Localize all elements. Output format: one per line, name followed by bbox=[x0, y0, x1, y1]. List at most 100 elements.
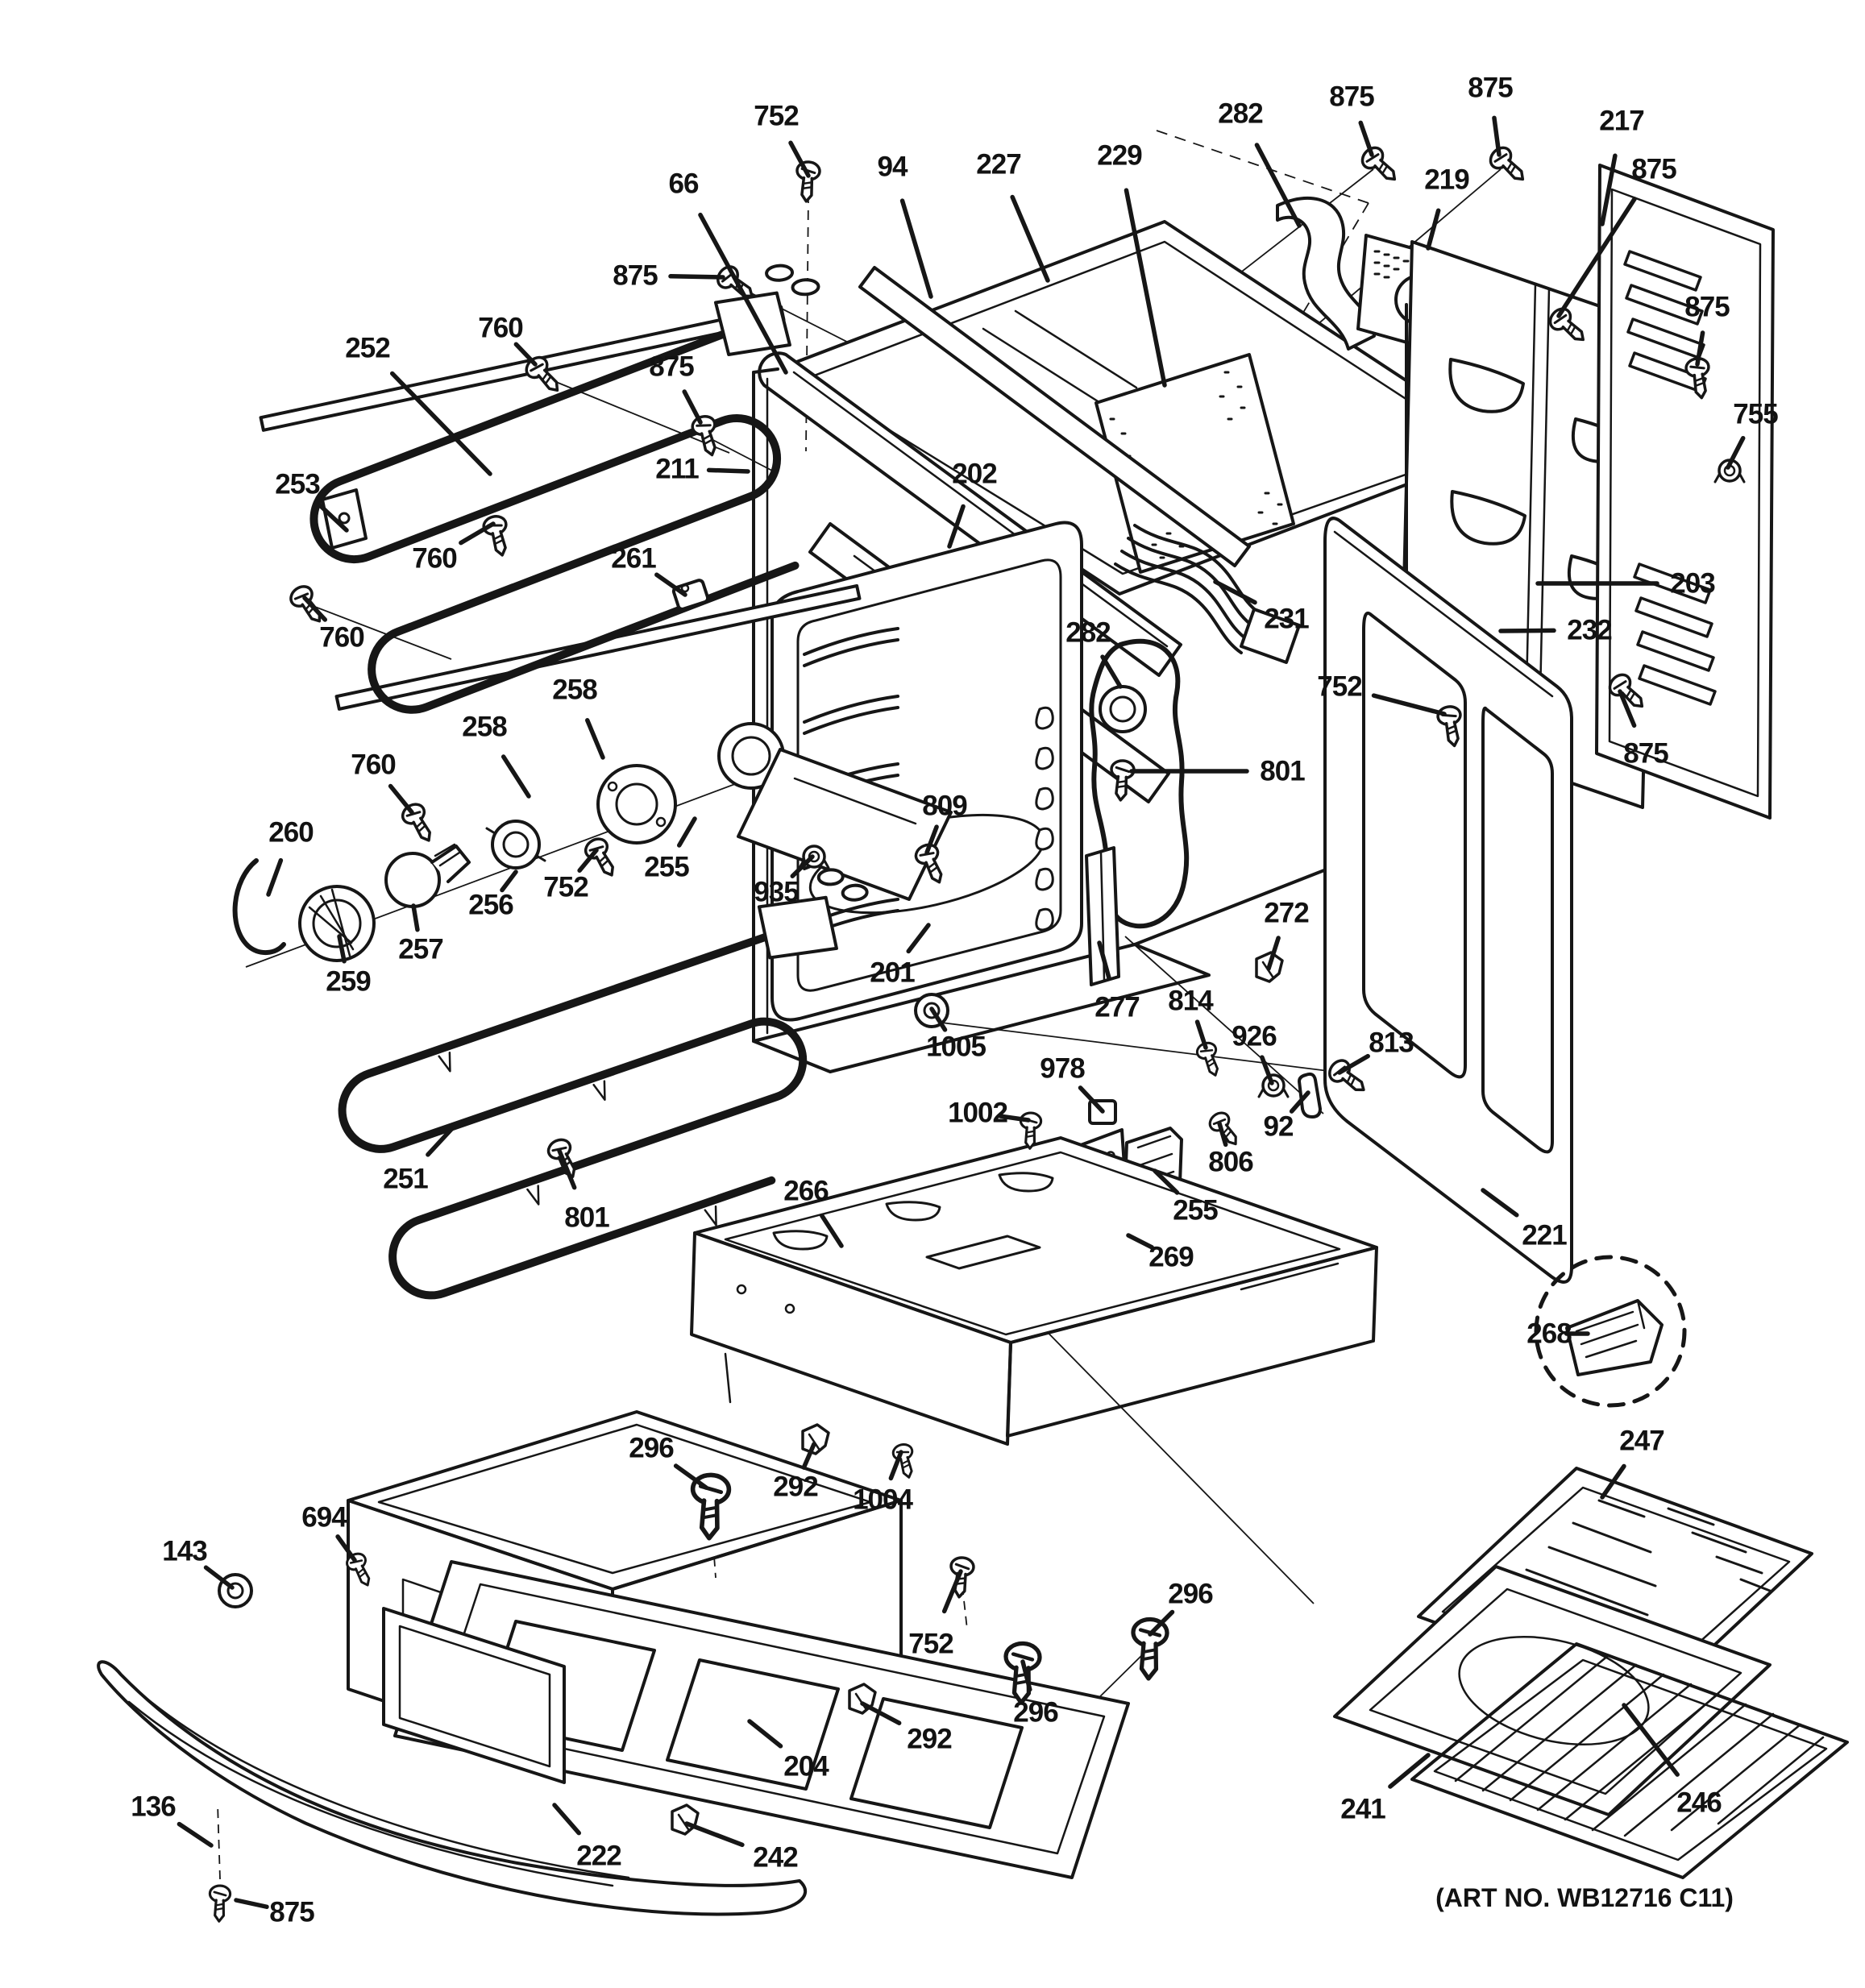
leader-line-809 bbox=[924, 824, 939, 855]
leader-line-258 bbox=[585, 718, 605, 760]
leader-line-760 bbox=[513, 342, 538, 367]
leader-line-247 bbox=[1600, 1463, 1626, 1500]
light-flange-258 bbox=[596, 764, 677, 845]
leader-line-752 bbox=[577, 848, 599, 874]
light-shield-255 bbox=[737, 748, 953, 901]
light-bulb-257 bbox=[384, 843, 471, 908]
latch-bracket-268 bbox=[1534, 1255, 1687, 1408]
leader-line-266 bbox=[820, 1213, 844, 1248]
leader-line-752 bbox=[1371, 693, 1447, 716]
leader-line-926 bbox=[1260, 1055, 1274, 1085]
leader-line-202 bbox=[947, 504, 966, 549]
leader-line-251 bbox=[426, 1123, 458, 1157]
leader-lines bbox=[177, 115, 1746, 1909]
leader-line-92 bbox=[1289, 1090, 1310, 1114]
leader-line-813 bbox=[1337, 1053, 1370, 1075]
leader-line-806 bbox=[1217, 1121, 1228, 1148]
leader-line-875 bbox=[1358, 120, 1374, 157]
oven-rack-241 bbox=[1410, 1642, 1849, 1879]
leader-line-211 bbox=[706, 467, 750, 474]
leader-line-814 bbox=[1194, 1019, 1208, 1050]
leader-line-217 bbox=[1600, 153, 1618, 226]
leader-line-257 bbox=[411, 903, 420, 932]
leader-line-231 bbox=[1213, 579, 1257, 605]
leader-line-296 bbox=[1148, 1609, 1175, 1637]
leader-line-760 bbox=[388, 783, 414, 815]
leader-line-292 bbox=[860, 1701, 902, 1725]
leader-line-66 bbox=[698, 212, 788, 375]
leader-line-269 bbox=[1126, 1233, 1154, 1250]
leader-line-229 bbox=[1124, 188, 1167, 388]
side-panel-217 bbox=[1595, 164, 1775, 820]
leader-line-201 bbox=[906, 923, 931, 954]
leader-line-296 bbox=[1020, 1659, 1032, 1692]
leader-line-258 bbox=[501, 754, 531, 799]
leader-line-875 bbox=[234, 1898, 269, 1909]
leader-line-232 bbox=[1498, 628, 1556, 633]
leader-line-875 bbox=[682, 389, 703, 425]
vent-duct-282 bbox=[1276, 196, 1376, 351]
leader-line-875 bbox=[1695, 330, 1705, 367]
leader-line-875 bbox=[668, 274, 725, 280]
leader-line-253 bbox=[317, 502, 349, 533]
leader-line-1004 bbox=[888, 1450, 903, 1481]
leader-line-1005 bbox=[929, 1006, 948, 1032]
leader-line-242 bbox=[684, 1821, 745, 1848]
insulation-229 bbox=[1094, 353, 1295, 574]
leader-line-1002 bbox=[998, 1114, 1031, 1123]
leader-line-760 bbox=[302, 596, 328, 622]
leader-line-282 bbox=[1254, 143, 1302, 228]
leader-line-292 bbox=[801, 1442, 816, 1470]
leader-line-256 bbox=[500, 869, 518, 893]
brace-277 bbox=[1085, 846, 1120, 986]
leader-line-935 bbox=[790, 854, 815, 878]
leader-line-255 bbox=[1153, 1168, 1180, 1195]
leader-line-694 bbox=[335, 1534, 357, 1563]
drawer-trim-panel bbox=[382, 1607, 566, 1784]
leader-line-752 bbox=[941, 1569, 963, 1614]
sensor-261 bbox=[671, 579, 710, 611]
leader-line-219 bbox=[1426, 208, 1441, 251]
leader-line-227 bbox=[1010, 194, 1050, 283]
door-panel-221 bbox=[1323, 517, 1573, 1284]
leader-line-222 bbox=[552, 1803, 581, 1836]
leader-line-143 bbox=[203, 1565, 235, 1590]
leader-line-277 bbox=[1097, 940, 1111, 981]
bake-element-251 bbox=[338, 868, 869, 1300]
light-lens-259 bbox=[298, 885, 376, 962]
oven-light-assembly bbox=[232, 722, 953, 962]
light-socket-256 bbox=[485, 820, 546, 869]
lower-frame-266 bbox=[690, 1136, 1378, 1446]
leader-line-136 bbox=[177, 1821, 214, 1848]
leader-line-978 bbox=[1078, 1085, 1105, 1114]
broil-element-252 bbox=[259, 264, 862, 714]
leader-line-282 bbox=[1100, 654, 1123, 689]
light-wire-260 bbox=[232, 858, 286, 955]
leader-line-272 bbox=[1266, 936, 1281, 971]
leader-line-752 bbox=[788, 140, 811, 178]
leader-line-241 bbox=[1388, 1753, 1431, 1789]
leader-line-875 bbox=[1492, 115, 1502, 157]
hinge-pin-92 bbox=[1298, 1072, 1322, 1119]
door-gasket-282 bbox=[1089, 638, 1190, 929]
leader-line-760 bbox=[459, 521, 496, 546]
element-bracket-253 bbox=[321, 488, 368, 550]
leader-line-260 bbox=[266, 857, 284, 897]
ribbon-cable-231 bbox=[1114, 524, 1301, 664]
leader-line-261 bbox=[654, 572, 687, 597]
leader-line-259 bbox=[337, 934, 347, 964]
leader-line-755 bbox=[1726, 435, 1746, 470]
leader-line-246 bbox=[1622, 1703, 1680, 1777]
leader-line-255 bbox=[677, 816, 697, 848]
leader-line-252 bbox=[389, 371, 492, 476]
leader-line-801 bbox=[557, 1148, 577, 1190]
leader-line-875 bbox=[1556, 197, 1637, 318]
drawer-handle-136 bbox=[97, 1660, 807, 1916]
leader-line-221 bbox=[1481, 1188, 1519, 1218]
rail-94 bbox=[858, 266, 1251, 567]
leader-line-204 bbox=[747, 1719, 783, 1749]
leader-line-296 bbox=[673, 1463, 708, 1490]
leader-line-875 bbox=[1618, 689, 1637, 728]
